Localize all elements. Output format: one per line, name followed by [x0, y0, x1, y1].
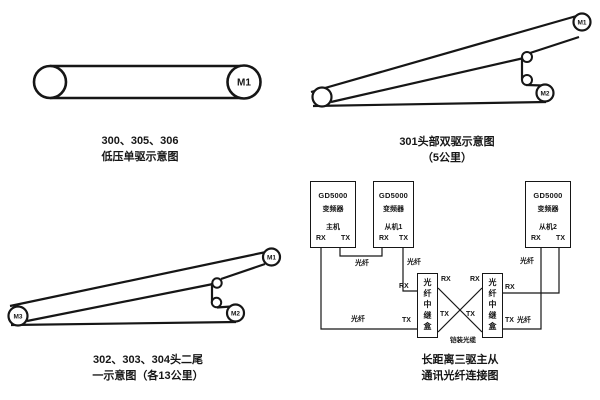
caption-line: 长距离三驱主从 — [421, 354, 499, 366]
inverter-role-label: 从机2 — [539, 224, 557, 231]
motor-m2-label: M2 — [540, 91, 549, 98]
wire-slave1-tx-to-repeater1-rx — [402, 248, 417, 292]
tail-pulley — [32, 64, 68, 100]
snub-pulley-lower — [521, 74, 533, 86]
caption-diagram1: 300、305、306 低压单驱示意图 — [40, 133, 240, 165]
rx-port-label: RX — [531, 235, 541, 242]
belt-bottom-line — [312, 100, 547, 108]
conveyor-single-drive-diagram: M1 — [32, 64, 262, 100]
rx-port-label: RX — [470, 276, 480, 283]
inverter-port-row: RX TX — [531, 235, 565, 242]
belt-head-to-snub-line — [220, 262, 266, 281]
inverter-role-label: 从机1 — [384, 224, 403, 231]
inverter-slave1-box: GD5000 变频器 从机1 RX TX — [373, 181, 414, 248]
rx-port-label: RX — [399, 283, 409, 290]
tx-port-label: TX — [440, 311, 449, 318]
armored-cable-label: 铠装光缆 — [450, 337, 476, 344]
fiber-label: 光纤 — [407, 259, 421, 266]
fiber-repeater-box-1: 光纤中继盒 — [417, 273, 438, 338]
drive-pulley-m2 — [535, 83, 555, 103]
wire-repeater1-tx-to-master-rx — [320, 248, 417, 330]
tx-port-label: TX — [402, 317, 411, 324]
motor-m2-label: M2 — [231, 311, 240, 318]
snub-pulley-lower — [210, 296, 223, 309]
inverter-role-label: 主机 — [326, 224, 340, 231]
fiber-label: 光纤 — [520, 258, 534, 265]
rx-port-label: RX — [316, 235, 326, 242]
tx-port-label: TX — [399, 235, 408, 242]
belt-top-line — [9, 250, 267, 308]
belt-top-line — [310, 13, 581, 94]
motor-m3-label: M3 — [13, 314, 22, 321]
caption-line: 低压单驱示意图 — [101, 151, 179, 163]
rx-port-label: RX — [505, 284, 515, 291]
fiber-repeater-label: 光纤中继盒 — [488, 278, 497, 333]
snub-pulley-upper — [521, 51, 533, 63]
drive-pulley-m2 — [225, 303, 246, 323]
caption-line: 302、303、304头二尾 — [92, 354, 204, 366]
conveyor-head2-tail1-diagram: M3 M1 M2 — [7, 247, 282, 327]
inverter-type-label: 变频器 — [322, 206, 344, 213]
wire-slave2-tx-to-repeater2-rx — [503, 248, 560, 294]
fiber-label: 光纤 — [517, 317, 531, 324]
inverter-model-label: GD5000 — [378, 191, 409, 200]
inverter-slave2-box: GD5000 变频器 从机2 RX TX — [525, 181, 571, 248]
tx-port-label: TX — [341, 235, 350, 242]
wire-armored-cross-2 — [437, 287, 483, 333]
fiber-connection-wires — [320, 248, 560, 333]
caption-line: 300、305、306 — [101, 135, 179, 147]
caption-line: 通讯光纤连接图 — [421, 370, 499, 382]
motor-m1-label: M1 — [237, 78, 251, 89]
tail-pulley-m3 — [7, 305, 29, 327]
head-pulley-m1 — [261, 247, 282, 267]
belt-head-to-snub-line — [529, 35, 580, 55]
fiber-repeater-box-2: 光纤中继盒 — [482, 273, 503, 338]
caption-diagram4: 长距离三驱主从 通讯光纤连接图 — [360, 352, 560, 384]
caption-line: 一示意图（各13公里） — [92, 370, 204, 382]
fiber-repeater-label: 光纤中继盒 — [423, 278, 432, 333]
inverter-master-box: GD5000 变频器 主机 RX TX — [310, 181, 356, 248]
fiber-label: 光纤 — [351, 316, 365, 323]
caption-diagram3: 302、303、304头二尾 一示意图（各13公里） — [48, 352, 248, 384]
inverter-port-row: RX TX — [379, 235, 408, 242]
inverter-port-row: RX TX — [316, 235, 350, 242]
caption-line: 301头部双驱示意图 — [399, 136, 495, 148]
rx-port-label: RX — [379, 235, 389, 242]
conveyor-head-double-drive-diagram: M1 M2 — [310, 12, 592, 108]
fiber-label: 光纤 — [355, 260, 369, 267]
rx-port-label: RX — [441, 276, 451, 283]
inverter-type-label: 变频器 — [537, 206, 559, 213]
caption-line: （5公里） — [421, 152, 473, 164]
belt-bottom-line — [10, 320, 237, 327]
motor-m1-label: M1 — [267, 255, 276, 262]
belt-carry-line — [26, 282, 214, 323]
snub-pulley-upper — [211, 277, 223, 289]
wire-repeater2-tx-to-slave2-rx — [503, 248, 542, 330]
tail-pulley — [311, 86, 333, 108]
belt-carry-line — [330, 56, 525, 104]
wire-master-tx-to-slave1-rx — [339, 248, 383, 257]
caption-diagram2: 301头部双驱示意图 （5公里） — [347, 134, 547, 166]
inverter-model-label: GD5000 — [318, 191, 348, 200]
tx-port-label: TX — [505, 317, 514, 324]
tx-port-label: TX — [556, 235, 565, 242]
motor-m1-label: M1 — [577, 20, 586, 27]
head-pulley-m1 — [572, 12, 592, 32]
tx-port-label: TX — [466, 311, 475, 318]
head-pulley-m1 — [226, 64, 262, 100]
inverter-model-label: GD5000 — [533, 191, 563, 200]
inverter-type-label: 变频器 — [383, 206, 404, 213]
